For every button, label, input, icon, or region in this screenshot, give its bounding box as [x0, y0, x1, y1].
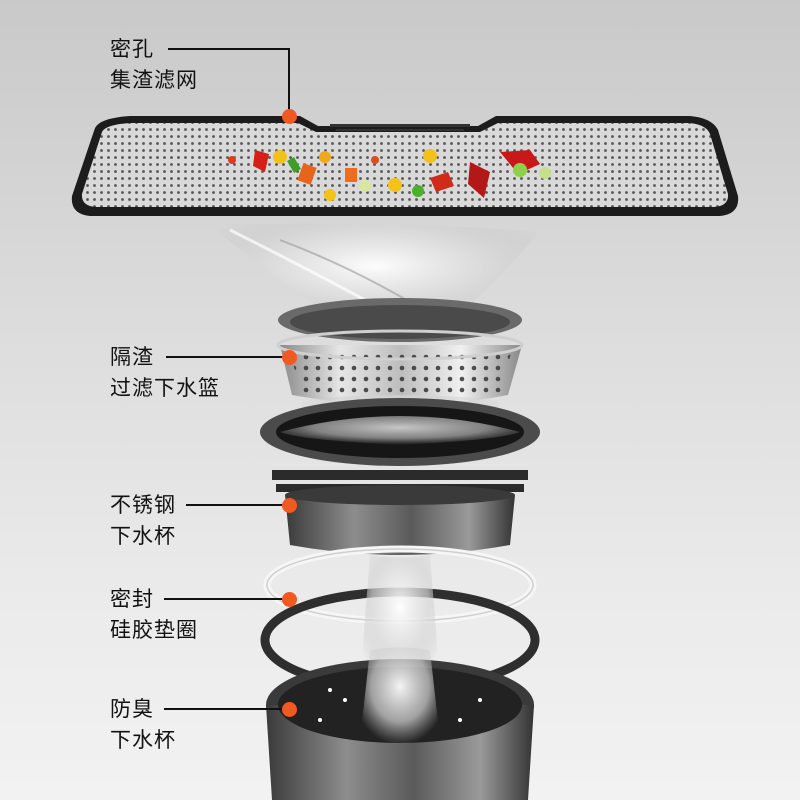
- callout-line1: 不锈钢: [110, 493, 176, 517]
- callout-label-seal-gasket: 密封 硅胶垫圈: [110, 584, 198, 646]
- callout-line1: 隔渣: [110, 345, 154, 369]
- callout-line1: 防臭: [110, 697, 154, 721]
- callout-line1: 密孔: [110, 37, 154, 61]
- callout-label-odor-cup: 防臭 下水杯: [110, 694, 176, 756]
- callout-dot: [282, 350, 297, 365]
- leader-line: [164, 708, 288, 710]
- callout-dot: [282, 498, 297, 513]
- callout-dot: [282, 109, 297, 124]
- leader-line: [166, 356, 288, 358]
- callout-line2: 集渣滤网: [110, 68, 198, 92]
- leader-line: [164, 598, 288, 600]
- callout-line2: 硅胶垫圈: [110, 618, 198, 642]
- callout-line2: 过滤下水篮: [110, 376, 220, 400]
- leader-line: [186, 504, 288, 506]
- callout-label-filter-tray: 密孔 集渣滤网: [110, 34, 198, 96]
- odor-cup-icon: [266, 647, 534, 800]
- leader-line: [168, 48, 290, 50]
- callout-dot: [282, 702, 297, 717]
- callout-dot: [282, 592, 297, 607]
- food-scraps-icon: [228, 149, 551, 201]
- drain-cup-icon: [260, 398, 540, 555]
- strainer-basket-icon: [276, 298, 524, 405]
- callout-label-steel-cup: 不锈钢 下水杯: [110, 490, 176, 552]
- callout-line2: 下水杯: [110, 524, 176, 548]
- callout-label-strainer-basket: 隔渣 过滤下水篮: [110, 342, 220, 404]
- callout-line2: 下水杯: [110, 728, 176, 752]
- leader-line-vertical: [288, 48, 290, 116]
- filter-tray-icon: [71, 116, 739, 216]
- callout-line1: 密封: [110, 587, 154, 611]
